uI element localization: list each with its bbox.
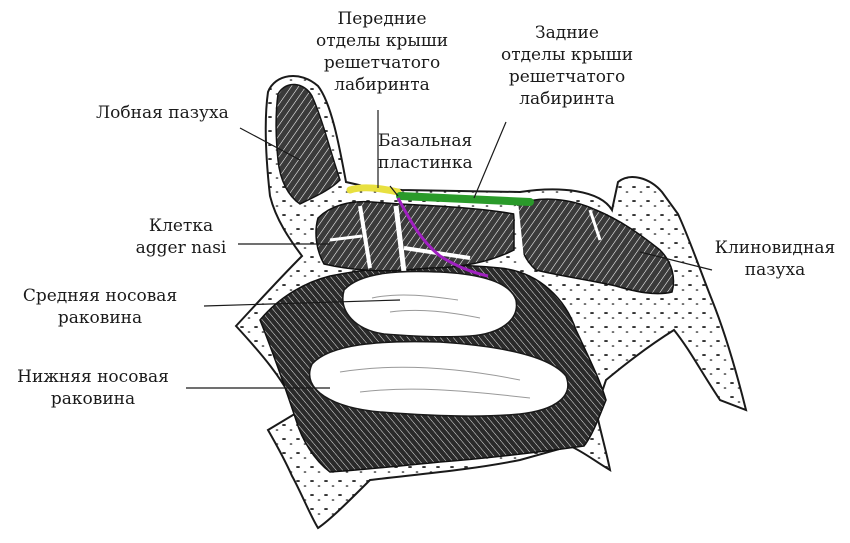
ethmoid-cells <box>316 202 514 271</box>
anterior-roof-line <box>350 188 398 192</box>
label-agger-nasi: Клетка agger nasi <box>126 215 236 259</box>
leader-posterior <box>474 122 506 198</box>
label-anterior-roof: Передние отделы крыши решетчатого лабири… <box>300 8 464 96</box>
label-frontal-sinus: Лобная пазуха <box>96 102 229 124</box>
label-basal-lamella: Базальная пластинка <box>378 130 473 174</box>
label-sphenoid-sinus: Клиновидная пазуха <box>700 237 850 281</box>
label-posterior-roof: Задние отделы крыши решетчатого лабиринт… <box>482 22 652 110</box>
label-inferior-turbinate: Нижняя носовая раковина <box>0 366 186 410</box>
middle-turbinate-shape <box>343 271 517 336</box>
label-middle-turbinate: Средняя носовая раковина <box>0 285 200 329</box>
